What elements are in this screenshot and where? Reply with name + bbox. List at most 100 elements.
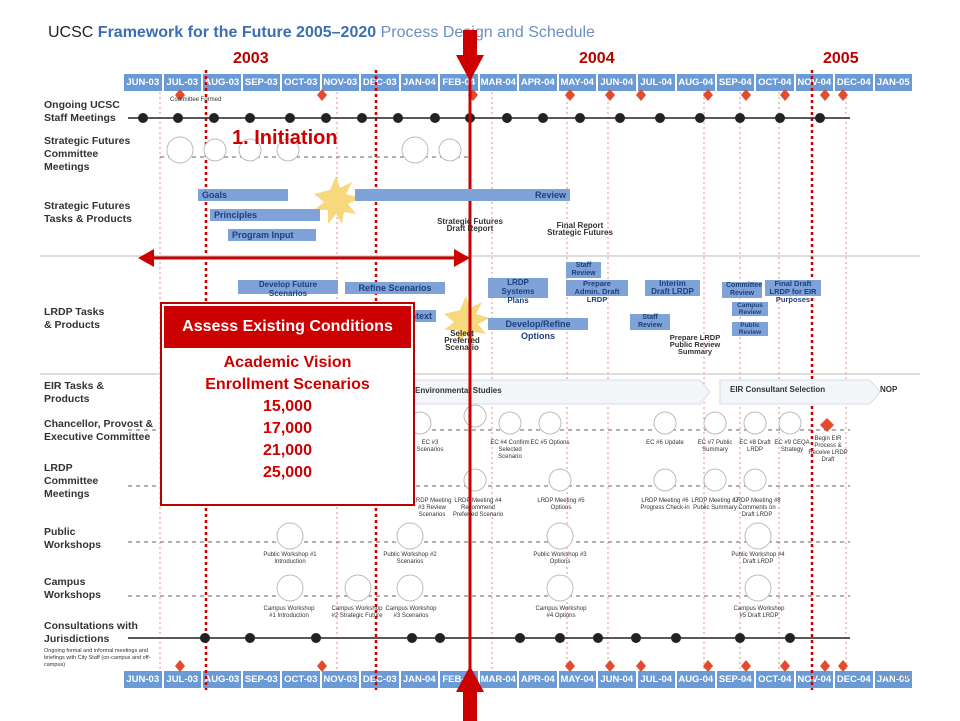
- phase-label: 1. Initiation: [232, 127, 338, 149]
- lrdp-committee-review: Committee Review: [722, 282, 762, 298]
- lrdp-m6-label: LRDP Meeting #6 Progress Check-in: [640, 498, 690, 511]
- consult-note: Ongoing formal and informal meetings and…: [44, 648, 151, 668]
- row-label-lrdp-committee: LRDP Committee Meetings: [44, 462, 99, 500]
- lrdp-develop-refine: Develop/Refine Options: [488, 318, 588, 341]
- lrdp-final-draft: Final Draft LRDP for EIR Purposes: [765, 280, 821, 304]
- month-bar-top: JUN-03 JUL-03 AUG-03 SEP-03 OCT-03 NOV-0…: [124, 74, 912, 91]
- month-cell: MAR-04: [479, 671, 517, 688]
- campus-w2-label: Campus Workshop #2 Strategic Future: [331, 606, 383, 619]
- month-cell: SEP-03: [242, 671, 280, 688]
- month-cell: JAN-05: [874, 74, 912, 91]
- lrdp-campus-review: Campus Review: [732, 302, 768, 316]
- lrdp-m8-label: LRDP Meeting #8 Comments on Draft LRDP: [733, 498, 781, 518]
- month-cell: JUN-03: [124, 671, 162, 688]
- lrdp-develop-scenarios: Develop Future Scenarios: [238, 280, 338, 298]
- row-label-campus: Campus Workshops: [44, 576, 101, 601]
- sf-draft-report: Strategic Futures Draft Report: [437, 217, 503, 233]
- month-cell: JUL-04: [637, 671, 675, 688]
- row-label-lrdp: LRDP Tasks & Products: [44, 306, 105, 331]
- lrdp-staff-review-2: Staff Review: [630, 314, 670, 330]
- eir-nop: NOP: [880, 385, 898, 394]
- lrdp-m3-label: LRDP Meeting #3 Review Scenarios: [412, 498, 452, 518]
- month-cell: DEC-04: [835, 74, 873, 91]
- month-cell: MAY-04: [558, 74, 596, 91]
- month-cell: OCT-04: [756, 74, 794, 91]
- public-w3-label: Public Workshop #3 Options: [533, 552, 587, 565]
- lrdp-refine-scenarios: Refine Scenarios: [345, 282, 445, 294]
- callout-value: 15,000: [263, 398, 312, 415]
- month-cell: FEB-04: [440, 74, 478, 91]
- page-title: UCSC Framework for the Future 2005–2020 …: [48, 24, 595, 41]
- month-bar-bottom: JUN-03 JUL-03 AUG-03 SEP-03 OCT-03 NOV-0…: [124, 671, 912, 688]
- month-cell: APR-04: [519, 671, 557, 688]
- month-cell: NOV-04: [795, 671, 833, 688]
- lrdp-staff-review: Staff Review: [566, 262, 601, 278]
- month-cell: OCT-03: [282, 74, 320, 91]
- lrdp-public-summary: Prepare LRDP Public Review Summary: [669, 333, 721, 356]
- committee-formed-label: Committee Formed: [170, 97, 222, 103]
- month-cell: OCT-04: [756, 671, 794, 688]
- callout-box: Assess Existing Conditions Academic Visi…: [160, 302, 415, 506]
- month-cell: APR-04: [519, 74, 557, 91]
- month-cell: DEC-03: [361, 74, 399, 91]
- month-cell: AUG-04: [677, 74, 715, 91]
- year-label: 2003: [233, 50, 269, 67]
- campus-w1-label: Campus Workshop #1 Introduction: [263, 606, 315, 619]
- month-cell: JAN-05: [874, 671, 912, 688]
- month-cell: NOV-03: [321, 74, 359, 91]
- sf-final-report: Final Report Strategic Futures: [547, 221, 613, 237]
- row-label-chancellor: Chancellor, Provost & Executive Committe…: [44, 418, 154, 443]
- callout-line: Enrollment Scenarios: [205, 376, 370, 393]
- callout-value: 17,000: [263, 420, 312, 437]
- month-cell: SEP-04: [716, 74, 754, 91]
- ec4-label: EC #4 Confirm Selected Scenario: [490, 440, 530, 460]
- lrdp-select-preferred: Select Preferred Scenario: [444, 329, 480, 352]
- month-cell: OCT-03: [282, 671, 320, 688]
- public-w2-label: Public Workshop #2 Scenarios: [383, 552, 437, 565]
- task-goals: Goals: [198, 189, 288, 201]
- month-cell: AUG-04: [677, 671, 715, 688]
- ec6-label: EC #6 Update: [646, 440, 684, 446]
- year-label: 2005: [823, 50, 859, 67]
- lrdp-m5-label: LRDP Meeting #5 Options: [537, 498, 585, 511]
- callout-line: Academic Vision: [223, 354, 352, 371]
- month-cell: MAR-04: [479, 74, 517, 91]
- month-cell: MAY-04: [558, 671, 596, 688]
- month-cell: JUN-03: [124, 74, 162, 91]
- month-cell: JAN-04: [400, 74, 438, 91]
- month-cell: SEP-04: [716, 671, 754, 688]
- row-label-eir: EIR Tasks & Products: [44, 380, 104, 405]
- month-cell: JUL-03: [163, 671, 201, 688]
- row-label-public: Public Workshops: [44, 526, 101, 551]
- row-label-tasks: Strategic Futures Tasks & Products: [44, 200, 132, 225]
- row-label-committee: Strategic Futures Committee Meetings: [44, 135, 131, 173]
- campus-w3-label: Campus Workshop #3 Scenarios: [385, 606, 437, 619]
- row-label-consult: Consultations with Jurisdictions: [44, 620, 138, 645]
- year-label: 2004: [579, 50, 615, 67]
- callout-value: 21,000: [263, 442, 312, 459]
- public-w1-label: Public Workshop #1 Introduction: [263, 552, 317, 565]
- campus-w4-label: Campus Workshop #4 Options: [535, 606, 587, 619]
- public-w4-label: Public Workshop #4 Draft LRDP: [731, 552, 785, 565]
- task-program-input: Program Input: [228, 229, 316, 241]
- eir-studies: Environmental Studies: [415, 386, 502, 395]
- month-cell: JAN-04: [400, 671, 438, 688]
- month-cell: JUN-04: [598, 74, 636, 91]
- month-cell: AUG-03: [203, 671, 241, 688]
- lrdp-public-review: Public Review: [732, 322, 768, 336]
- eir-selection: EIR Consultant Selection: [730, 385, 826, 394]
- month-cell: JUL-04: [637, 74, 675, 91]
- lrdp-interim-draft: Interim Draft LRDP: [645, 280, 700, 296]
- lrdp-m7-label: LRDP Meeting #7 Public Summary: [691, 498, 739, 511]
- month-cell: JUL-03: [163, 74, 201, 91]
- lrdp-systems-plans: LRDP Systems Plans: [488, 278, 548, 305]
- callout-value: 25,000: [263, 464, 312, 481]
- row-label-staff: Ongoing UCSC Staff Meetings: [44, 99, 120, 124]
- month-cell: NOV-04: [795, 74, 833, 91]
- month-cell: DEC-04: [835, 671, 873, 688]
- task-review: Review: [355, 189, 570, 201]
- month-cell: JUN-04: [598, 671, 636, 688]
- ec3-label: EC #3 Scenarios: [416, 440, 444, 453]
- month-cell: NOV-03: [321, 671, 359, 688]
